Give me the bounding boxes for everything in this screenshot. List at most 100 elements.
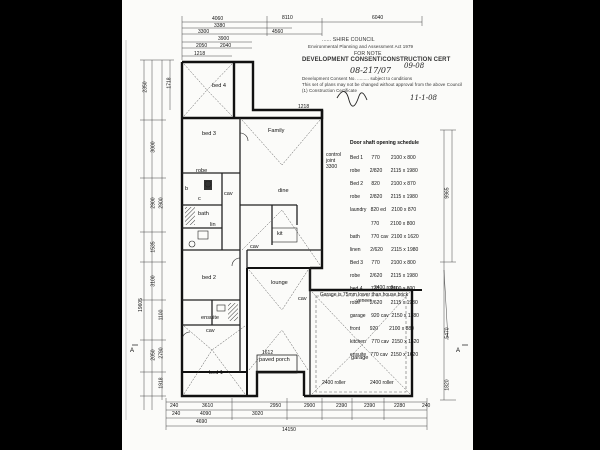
dim-left-6: 3100 [150, 275, 157, 287]
dim-top-11: 1218 [298, 104, 310, 110]
right-dimension-lines [440, 129, 456, 401]
signature-scribble [336, 91, 368, 107]
dim-top-1: 4060 [212, 16, 224, 22]
schedule-row: bath 770 cav 2100 x 1620 [350, 233, 419, 240]
laundry-tub [204, 180, 212, 190]
room-label-bed3: bed 3 [202, 131, 216, 137]
floor-plan-drawing: A A [125, 16, 468, 430]
schedule-row: Bed 3 770 2100 x 800 [350, 260, 416, 267]
room-label-garage: garage [351, 355, 369, 361]
dim-left-10: 19605 [137, 298, 144, 312]
schedule-row: bed 4 770 2100 x 800 [350, 286, 416, 293]
dim-top-2: 3380 [214, 23, 226, 29]
left-dimension-lines [140, 59, 174, 410]
fixtures [181, 132, 298, 341]
bath-hatch [185, 207, 195, 225]
room-label-robe: robe [196, 168, 208, 174]
room-label-bath: bath [198, 211, 209, 217]
bottom-dimension-lines [165, 398, 428, 430]
dim-top-9: 2040 [220, 43, 232, 49]
dim-top-6: 4560 [272, 29, 284, 35]
top-dimension-lines [181, 16, 423, 60]
dim-top-4: 8110 [282, 15, 293, 21]
porch-dimension: 1612 [262, 350, 274, 356]
stamp-line3: (1) Construction Certificate [302, 88, 358, 93]
schedule-row: ensuite 770 cav 2150 x 1620 [350, 352, 419, 359]
dim-bottom-12: 2950 [270, 403, 282, 409]
stamp-ref-handwritten: 08-217/07 [350, 66, 392, 75]
stamp-ref-handwritten-2: 09-08 [404, 62, 425, 70]
schedule-row: robe 2/820 2115 x 1980 [350, 167, 418, 174]
schedule-row: robe 2/820 2115 x 1980 [350, 194, 418, 201]
dim-left-9: 2790 [158, 347, 165, 359]
dim-bottom-6: 2390 [336, 403, 348, 409]
schedule-row: laundry 820 ed 2100 x 870 [350, 207, 417, 214]
interior-walls [182, 118, 322, 396]
stamp-sub2: FOR NOTE [354, 51, 382, 57]
dim-right-1: 9965 [444, 187, 451, 199]
room-label-b: b [185, 186, 189, 192]
ensuite-hatch [228, 303, 238, 321]
dim-left-12: 1718 [166, 77, 173, 89]
stamp-sub1: Environmental Planning and Assessment Ac… [308, 44, 414, 49]
schedule-row: robe 2/620 2115 x 1980 [350, 299, 418, 306]
stamp-line1: Development Consent No. ......... subjec… [302, 76, 413, 81]
schedule-row: kitchen 770 cav 2150 x 1620 [350, 339, 420, 346]
dim-right-3: 1820 [444, 379, 451, 391]
dim-bottom-5: 2900 [304, 403, 316, 409]
room-label-bed4: bed 4 [212, 83, 226, 89]
main-outline [181, 118, 422, 396]
schedule-row: front 920 2100 x 880 [350, 326, 414, 333]
schedule-row: robe 2/620 2115 x 1980 [350, 273, 418, 280]
room-label-cav-4: cav [206, 328, 215, 334]
garage-note: Garage is 75mm lower than house brick ve… [319, 292, 409, 304]
stamp-certificate: DEVELOPMENT CONSENT/CONSTRUCTION CERT [302, 57, 451, 63]
room-label-bed1: bed 1 [209, 370, 223, 376]
schedule-table: Bed 1 770 2100 x 800 robe 2/820 2115 x 1… [350, 148, 419, 372]
roof-hip-lines [183, 63, 411, 395]
dim-left-1: 2350 [142, 81, 149, 93]
dim-bottom-3: 4090 [200, 411, 212, 417]
dim-bottom-4: 3020 [252, 411, 264, 417]
section-marker-left: A [130, 348, 134, 354]
dim-bottom-10: 14150 [282, 427, 296, 433]
room-label-dine: dine [278, 188, 289, 194]
room-label-kit: kit [277, 231, 283, 237]
room-label-lin: lin [210, 222, 216, 228]
schedule-row: linen 2/620 2115 x 1980 [350, 246, 419, 253]
control-joint-label: control joint 3300 [326, 152, 342, 170]
dim-top-5: 6040 [372, 15, 384, 21]
dim-right-2: 5470 [444, 327, 451, 339]
room-label-bed2: bed 2 [202, 275, 216, 281]
stamp-council: ...... SHIRE COUNCIL [322, 37, 375, 43]
dim-top-8: 2050 [196, 43, 208, 49]
dim-left-11: 1918 [158, 377, 165, 389]
schedule-row: 770 2100 x 800 [350, 220, 416, 227]
dim-left-2: 3000 [150, 141, 157, 153]
dim-left-7: 1100 [158, 309, 165, 321]
room-label-cav-3: cav [298, 296, 307, 302]
dim-bottom-8: 2280 [394, 403, 406, 409]
room-label-cav-2: cav [250, 244, 259, 250]
room-label-ensuite: ensuite [201, 315, 220, 321]
room-label-cav-1: cav [224, 191, 233, 197]
dim-left-5: 1535 [150, 241, 157, 253]
dim-bottom-7: 2390 [364, 403, 376, 409]
dim-left-8: 2050 [150, 349, 157, 361]
dim-bottom-2: 3610 [202, 403, 214, 409]
dim-bottom-11: 240 [422, 403, 431, 409]
garage-roller-top: 2400 roller [374, 285, 398, 291]
schedule-row: Bed 2 820 2100 x 870 [350, 180, 416, 187]
room-label-lounge: lounge [271, 280, 288, 286]
stamp-line2: This set of plans may not be changed wit… [302, 82, 463, 87]
room-label-family: Family [268, 128, 285, 134]
dim-top-7: 3900 [218, 36, 230, 42]
dim-top-10: 1218 [194, 51, 206, 57]
plan-sheet: A A ...... SHIRE COUNCIL Environmental P… [122, 0, 473, 450]
dim-bottom-13: 240 [172, 411, 181, 417]
dim-left-3: 2900 [150, 197, 157, 209]
paved-porch-outline [256, 354, 298, 374]
dim-left-4: 2900 [158, 197, 165, 209]
schedule-row: garage 920 cav 2150 x 1780 [350, 312, 419, 319]
schedule-title: Door shaft opening schedule [350, 140, 419, 146]
